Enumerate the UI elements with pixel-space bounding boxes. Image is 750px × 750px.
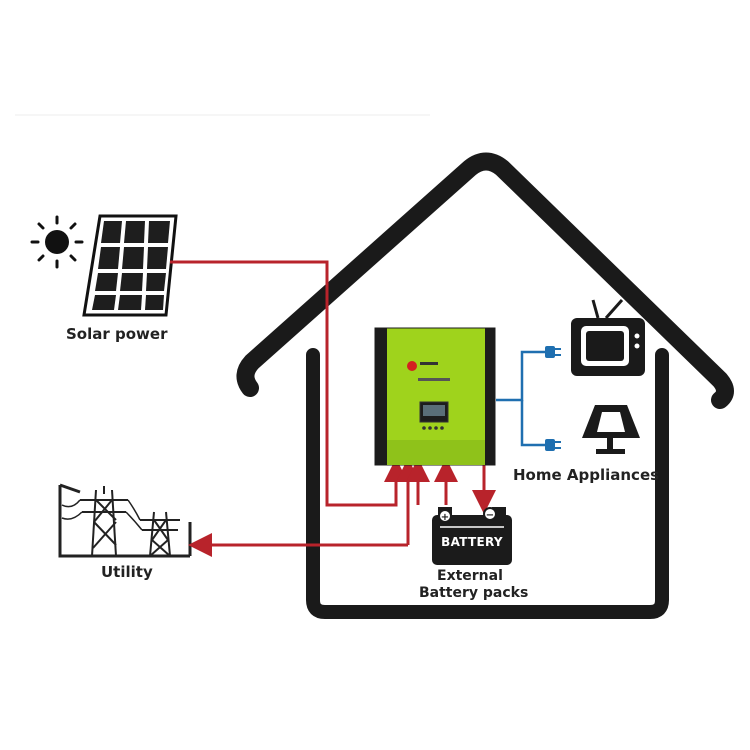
tv-icon bbox=[571, 299, 645, 376]
external-battery-label-line2: Battery packs bbox=[419, 585, 529, 601]
power-tower-icon bbox=[58, 483, 192, 558]
svg-text:−: − bbox=[486, 510, 494, 521]
home-appliances-label: Home Appliances bbox=[513, 466, 660, 484]
utility-label: Utility bbox=[101, 563, 153, 581]
house-outline bbox=[236, 152, 734, 619]
lamp-icon bbox=[582, 405, 640, 454]
solar-panel-icon bbox=[82, 214, 178, 317]
battery-icon: + − bbox=[432, 507, 512, 565]
svg-text:+: + bbox=[441, 512, 449, 523]
appliance-lines bbox=[496, 350, 548, 447]
battery-label: BATTERY bbox=[441, 535, 503, 549]
power-lines bbox=[170, 260, 496, 557]
external-battery-label-line1: External bbox=[437, 568, 503, 584]
solar-power-label: Solar power bbox=[66, 325, 168, 343]
plug-icon bbox=[545, 346, 561, 451]
sun-icon bbox=[30, 215, 84, 269]
inverter-icon bbox=[374, 327, 496, 466]
